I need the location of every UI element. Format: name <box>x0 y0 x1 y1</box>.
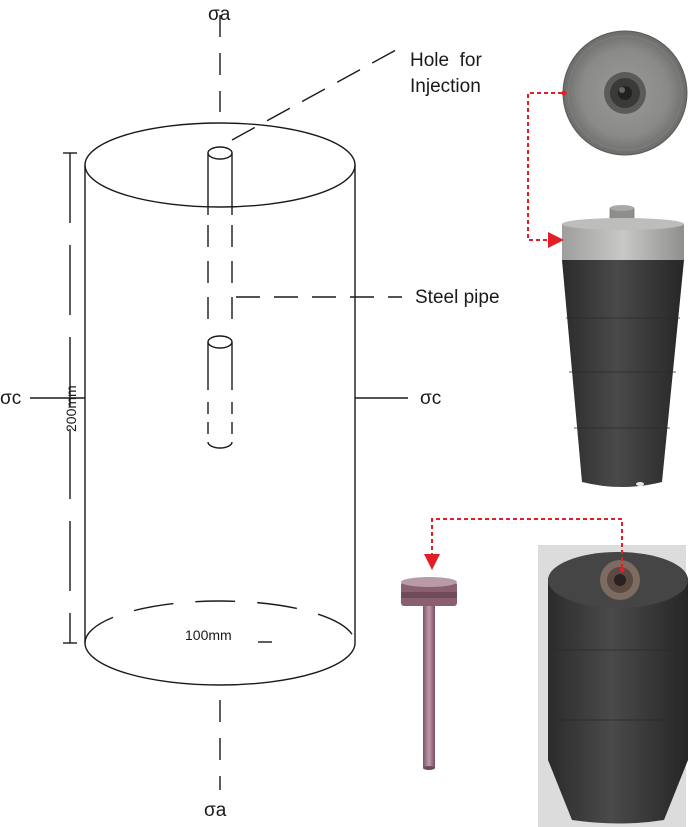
red-arrow-disc-to-specimen <box>527 92 564 248</box>
height-dimension-label: 200mm <box>63 385 79 432</box>
cylinder-bottom-front-arc <box>84 642 356 686</box>
hole-leader-line <box>231 44 406 141</box>
cylinder-top-ellipse <box>84 122 356 208</box>
injection-hole-ellipse <box>207 146 233 160</box>
steel-pipe-top-ellipse <box>207 335 233 349</box>
cylinder-bottom-back-arc <box>84 600 356 644</box>
hole-label-line2: Injection <box>410 76 481 97</box>
specimen-top-view-photo <box>562 30 688 156</box>
steel-pipe-label: Steel pipe <box>415 287 500 308</box>
cylinder-drawing <box>30 15 408 790</box>
diameter-dimension-label: 100mm <box>185 627 232 643</box>
sigma-c-left-label: σc <box>0 388 21 409</box>
specimen-side-view-photo <box>562 205 684 487</box>
sigma-a-top-label: σa <box>208 4 231 25</box>
steel-pipe-bottom-arc <box>207 441 233 449</box>
sigma-a-bottom-label: σa <box>204 800 227 821</box>
hole-label-line1: Hole for <box>410 50 482 71</box>
steel-pipe-photo <box>401 577 457 770</box>
red-arrow-specimen-to-pipe <box>424 518 623 570</box>
specimen-oblique-view-photo <box>538 545 688 827</box>
sigma-c-right-label: σc <box>420 388 441 409</box>
